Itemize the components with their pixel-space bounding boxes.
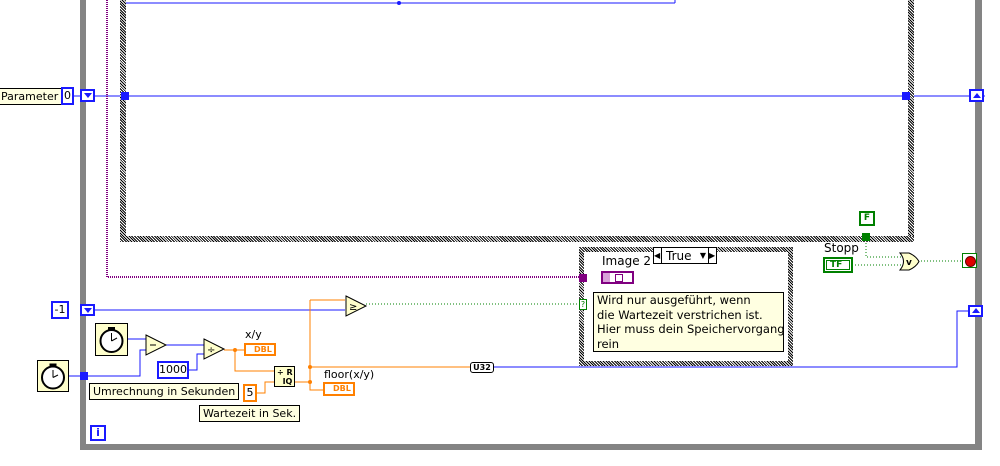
greater-equal-function[interactable]: ≥ [345, 295, 368, 317]
inner-structure-left [120, 0, 126, 242]
shift-register-right[interactable] [969, 89, 984, 102]
case-selector-terminal: ? [579, 299, 587, 310]
xy-label: x/y [245, 328, 262, 341]
shift-register-right-2[interactable] [968, 305, 983, 317]
stopp-terminal[interactable]: TF [823, 257, 853, 273]
tunnel [80, 372, 88, 380]
case-comment: Wird nur ausgeführt, wenn die Wartezeit … [593, 292, 785, 352]
tunnel [902, 92, 910, 100]
loop-condition-stop-icon[interactable] [962, 253, 977, 268]
constant-minus-one[interactable]: -1 [51, 301, 69, 319]
comment-line: Hier muss dein Speichervorgang [597, 322, 785, 336]
dropdown-arrow-icon[interactable]: ▼ [699, 251, 706, 260]
quotient-remainder-function[interactable]: ÷ R IQ [274, 366, 295, 387]
floor-label: floor(x/y) [324, 368, 375, 381]
while-loop-right-border [975, 0, 982, 450]
svg-text:≥: ≥ [349, 302, 357, 313]
shift-register-left[interactable] [80, 89, 95, 102]
or-function[interactable]: v [899, 252, 920, 271]
svg-text:v: v [906, 258, 912, 268]
constant-five[interactable]: 5 [243, 384, 257, 402]
shift-register-left-2[interactable] [80, 304, 95, 316]
comment-line: Wird nur ausgeführt, wenn [597, 293, 751, 307]
case-selector-value: True [666, 248, 692, 263]
tunnel [579, 274, 587, 282]
inner-structure-bottom [120, 236, 914, 242]
constant-zero[interactable]: 0 [61, 87, 74, 105]
xy-indicator[interactable]: DBL [244, 343, 276, 356]
wartezeit-comment: Wartezeit in Sek. [199, 405, 301, 422]
case-selector[interactable]: ◀ True ▼ ▶ [653, 247, 717, 264]
triangle-down-icon [84, 308, 92, 313]
floor-indicator[interactable]: DBL [323, 382, 355, 396]
svg-text:÷: ÷ [207, 345, 215, 356]
image2-label: Image 2 [602, 254, 652, 268]
tunnel [121, 92, 129, 100]
false-constant[interactable]: F [859, 211, 875, 226]
triangle-up-icon [973, 93, 981, 98]
tunnel [862, 233, 870, 241]
divide-function[interactable]: ÷ [203, 338, 226, 360]
wire-u32 [493, 310, 970, 368]
stopp-label: Stopp [824, 241, 859, 255]
comment-line: die Wartezeit verstrichen ist. [597, 307, 763, 322]
u32-conversion[interactable]: U32 [470, 362, 494, 373]
while-loop-bottom-border [80, 444, 982, 450]
constant-1000[interactable]: 1000 [157, 361, 189, 379]
image-icon [603, 273, 610, 282]
image2-indicator[interactable] [601, 271, 634, 284]
subtract-function[interactable] [145, 334, 168, 356]
tick-count-clock-icon[interactable] [37, 360, 69, 392]
comment-line: rein [597, 336, 620, 351]
wire-junction [397, 1, 401, 5]
triangle-down-icon [84, 93, 92, 98]
iteration-terminal: i [90, 425, 106, 441]
while-loop-left-border [80, 0, 86, 450]
triangle-up-icon [972, 308, 980, 313]
parameter-label: Parameter [0, 88, 63, 105]
wire-clock [69, 349, 146, 377]
increment-arrow-icon[interactable]: ▶ [708, 248, 716, 263]
tick-count-clock-icon[interactable] [95, 323, 128, 356]
wire-image [106, 0, 583, 278]
inner-structure-right [908, 0, 914, 242]
umrechnung-comment: Umrechnung in Sekunden [89, 383, 240, 400]
decrement-arrow-icon[interactable]: ◀ [654, 248, 662, 263]
